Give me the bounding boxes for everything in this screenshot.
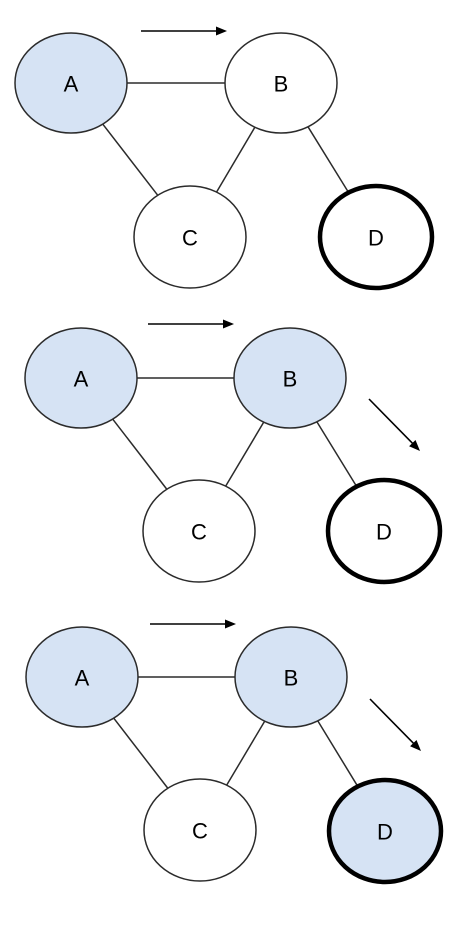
node-d-circle [326,777,444,885]
node-a: A [14,32,128,134]
node-c-circle [142,479,256,583]
node-c-label: C [192,819,208,844]
panel-3: A B C D [25,619,444,885]
traversal-arrow-b-d-line [368,398,414,445]
node-c-circle [133,185,247,289]
edge-a-c [102,123,159,196]
node-a-label: A [64,72,79,97]
edge-b-d [317,720,359,787]
node-b: B [224,32,338,134]
traversal-arrow-a-b-head [225,619,236,629]
edge-b-c [225,421,265,487]
node-a: A [24,327,138,429]
node-c: C [133,185,247,289]
node-a-circle [24,327,138,429]
edge-b-c [226,720,266,786]
node-b-circle [234,626,348,728]
node-d-circle [317,183,435,291]
node-b: B [233,327,347,429]
edge-a-c [113,717,169,789]
edge-b-d [316,421,358,487]
node-d-label: D [377,820,393,845]
node-c: C [143,778,257,882]
node-c-label: C [182,226,198,251]
traversal-arrow-b-d-head [410,739,421,751]
edge-a-c [112,418,168,490]
node-b-circle [233,327,347,429]
traversal-arrow-b-d-line [369,698,415,745]
node-a-label: A [74,367,89,392]
node-c-circle [143,778,257,882]
node-d-label: D [368,226,384,251]
node-c-label: C [191,520,207,545]
traversal-arrow-a-b-head [223,319,234,329]
node-c: C [142,479,256,583]
node-a: A [25,626,139,728]
traversal-arrow-b-d-head [409,439,420,451]
node-a-circle [14,32,128,134]
node-d: D [325,477,443,585]
edge-b-c [215,126,256,193]
node-d: D [317,183,435,291]
node-d-label: D [376,520,392,545]
node-b-label: B [283,367,298,392]
node-d-circle [325,477,443,585]
node-b-circle [224,32,338,134]
panel-2: A B C D [24,319,443,585]
node-b-label: B [284,666,299,691]
panel-1: A B C D [14,26,435,291]
node-a-label: A [75,666,90,691]
traversal-arrow-a-b-head [216,26,227,36]
node-d: D [326,777,444,885]
edge-b-d [307,126,350,193]
node-a-circle [25,626,139,728]
node-b-label: B [274,72,289,97]
node-b: B [234,626,348,728]
